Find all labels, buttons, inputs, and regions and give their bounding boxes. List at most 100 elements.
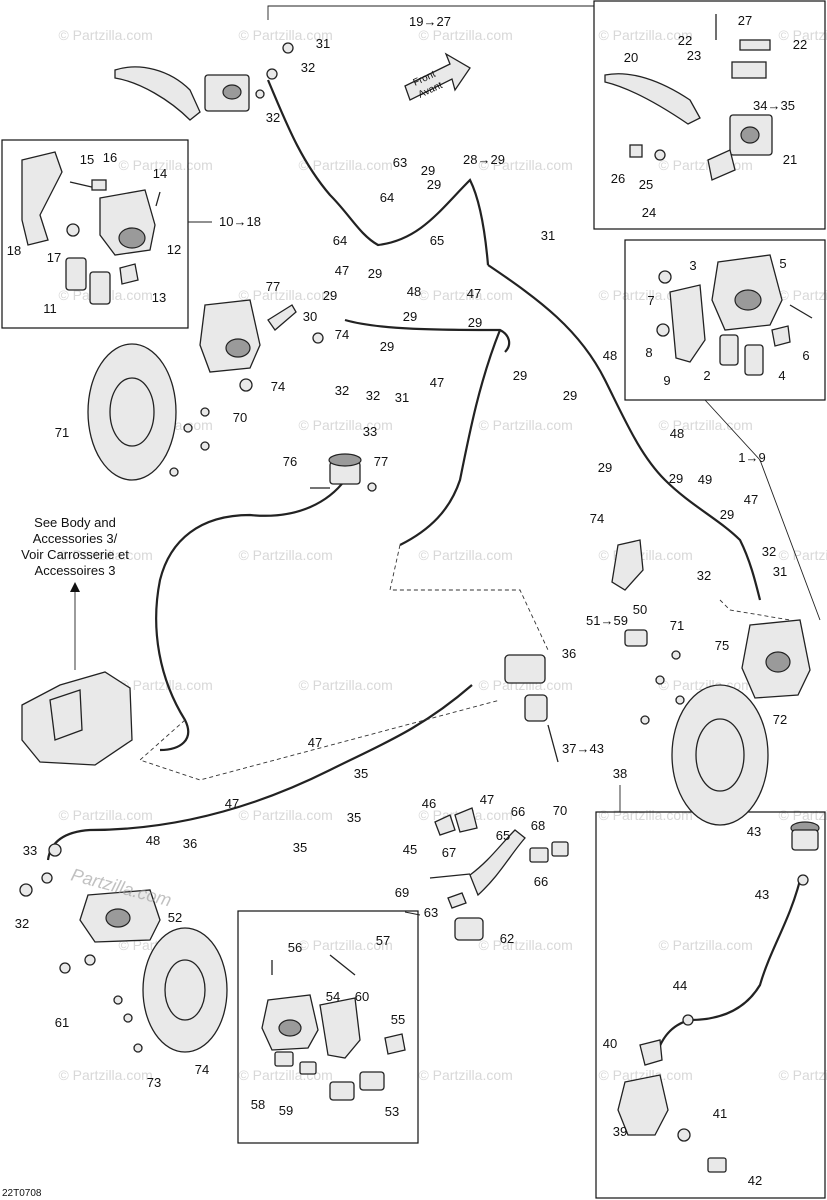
callout-label: 19→27 [409,14,451,29]
oring-25 [654,149,666,161]
rod-41 [707,1157,727,1173]
watermark-text: © Partzilla.com [658,157,752,173]
callout-label: 10→18 [219,214,261,229]
callout-label: 3 [689,258,696,273]
brake-lever [114,66,201,121]
banjo-31-rear [19,883,33,897]
pin-7 [658,270,672,284]
bolt-68 [429,873,471,879]
watermark-text: © Partzilla.com [58,807,152,823]
bracket-9 [669,284,706,363]
callout-label: 37→43 [562,741,604,756]
callout-label: 69 [395,885,409,900]
rear-reservoir-42 [790,821,820,851]
dash-connection-3 [719,599,791,621]
bolt-70g [675,695,685,705]
callout-label: 71 [55,425,69,440]
callout-label: 51→59 [586,613,628,628]
hose-reservoir [155,479,346,752]
arrow-up-icon [70,582,80,592]
callout-label: 65 [496,828,510,843]
watermark-text: © Partzilla.com [478,157,572,173]
callout-label: 57 [376,933,390,948]
front-reservoir [328,453,362,485]
callout-label: 47 [467,286,481,301]
inset-box-master-cylinder [593,0,826,230]
bolt-70c [200,441,210,451]
callout-label: 29 [368,266,382,281]
callout-label: 65 [430,233,444,248]
watermark-text: © Partzilla.com [418,27,512,43]
callout-label: 68 [531,818,545,833]
watermark-text: © Partzilla.com [118,157,212,173]
watermark-text: © Partzilla.com [778,1067,827,1083]
watermark-text: © Partzilla.com [298,677,392,693]
bolt-70 [200,407,210,417]
front-left-brake-disc [87,343,177,481]
callout-label: 32 [697,568,711,583]
fitting-39 [639,1039,663,1066]
brake-junction [504,654,546,684]
pin-57 [274,1051,294,1067]
callout-label: 47 [480,792,494,807]
front-right-caliper-piston [765,651,791,673]
callout-label: 7 [647,293,654,308]
bolt-74b [239,378,253,392]
callout-label: 39 [613,1124,627,1139]
clamp-24 [707,149,736,181]
hose-rear-master [653,879,802,1061]
callout-label: 43 [755,887,769,902]
watermark-text: © Partzilla.com [238,1067,332,1083]
bolt-72c [133,1043,143,1053]
front-right-brake-disc [671,684,769,826]
bushing-69 [551,841,569,857]
callout-label: 32 [266,110,280,125]
bracket-59 [319,997,361,1059]
clamp-43a [797,874,809,886]
brake-lever-20 [604,73,701,125]
bolt-70b [183,423,193,433]
brake-pad-11a [65,257,87,291]
watermark-text: © Partzilla.com [418,287,512,303]
callout-label: 29 [720,507,734,522]
master-cylinder-21-port [740,126,760,144]
callout-label: 29 [468,315,482,330]
bushing-66 [529,847,549,863]
callout-label: 75 [715,638,729,653]
callout-label: 31 [316,36,330,51]
callout-label: 29 [563,388,577,403]
callout-label: 6 [802,348,809,363]
bolt-56 [329,954,356,976]
bolt-70h [640,715,650,725]
leader-19-27 [267,5,594,20]
watermark-text: © Partzilla.com [58,1067,152,1083]
diagram-code: 22T0708 [2,1188,42,1199]
callout-label: 58 [251,1097,265,1112]
caliper-piston [118,227,146,249]
boot-26 [629,144,643,158]
caliper-53-piston [278,1019,302,1037]
callout-label: 35 [293,840,307,855]
watermark-text: © Partzilla.com [478,937,572,953]
callout-label: 77 [374,454,388,469]
callout-label: 66 [534,874,548,889]
callout-label: 29 [421,163,435,178]
callout-label: 34→35 [753,98,795,113]
watermark-text: © Partzilla.com [598,287,692,303]
callout-label: 31 [773,564,787,579]
callout-label: 29 [598,460,612,475]
bushing-8 [656,323,670,337]
callout-label: 38 [613,766,627,781]
callout-label: 70 [553,803,567,818]
watermark-text: © Partzilla.com [478,677,572,693]
rear-brake-disc [142,927,228,1053]
callout-label: 49 [698,472,712,487]
spring-4 [771,325,791,347]
callout-label: 48 [603,348,617,363]
callout-label: 42 [748,1173,762,1188]
callout-label: 45 [403,842,417,857]
callout-label: 30 [303,309,317,324]
watermark-text: © Partzilla.com [298,417,392,433]
callout-label: 18 [7,243,21,258]
